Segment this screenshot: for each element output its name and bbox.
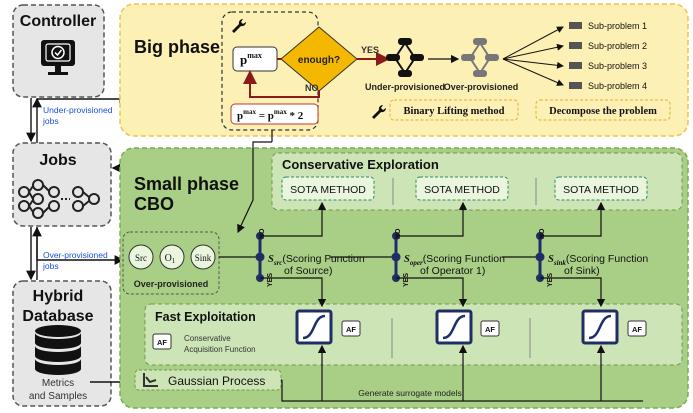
af-label: AF	[485, 325, 495, 334]
under-provisioned-label: Under-provisioned	[365, 82, 445, 92]
yes-arrow	[396, 277, 468, 308]
sota-method-1	[281, 176, 375, 201]
branch-no-label: NO	[259, 228, 266, 239]
scoring-function-label: Soper(Scoring Function	[404, 253, 505, 267]
under-provisioned-graph	[386, 38, 424, 77]
decompose-label: Decompose the problem	[549, 106, 657, 117]
controller-title: Controller	[20, 13, 96, 30]
svg-text:AF: AF	[157, 338, 167, 347]
pipeline-icon	[18, 179, 100, 219]
af-label: AF	[346, 325, 356, 334]
branch-yes-label: YES	[403, 273, 410, 287]
no-loop-arrow	[243, 70, 320, 98]
sub-problem-4: Sub-problem 4	[588, 81, 647, 91]
svg-text:O1: O1	[165, 253, 176, 265]
enough-label: enough?	[298, 55, 340, 66]
under-jobs-label-1: Under-provisioned	[43, 105, 113, 115]
af-legend-box	[152, 333, 172, 350]
conservative-exploration-title: Conservative Exploration	[282, 157, 439, 172]
branch-node	[255, 252, 265, 262]
update-formula-box	[230, 103, 319, 125]
yes-label: YES	[361, 45, 379, 55]
sub-problem-3: Sub-problem 3	[588, 61, 647, 71]
no-label: NO	[305, 83, 319, 93]
scoring-function-label-2: of Source)	[284, 265, 332, 277]
svg-text:SOTA METHOD: SOTA METHOD	[290, 184, 366, 196]
sub-problem-list: Sub-problem 1 Sub-problem 2 Sub-problem …	[569, 21, 647, 91]
decompose-label-box	[535, 99, 671, 121]
update-formula: pmax = pmax * 2	[237, 108, 304, 122]
over-jobs-label-1: Over-provisioned	[43, 250, 108, 260]
af-box	[341, 320, 361, 337]
monitor-check-icon	[41, 40, 75, 75]
branch-yes-label: YES	[267, 273, 274, 287]
yes-arrow	[540, 277, 606, 308]
scoring-function-label-2: of Sink)	[564, 265, 600, 277]
branch-node	[391, 252, 401, 262]
over-provisioned-graph	[461, 38, 499, 77]
small-phase-title-2: CBO	[134, 194, 174, 214]
scoring-function-label: Ssrc(Scoring Function	[268, 253, 365, 267]
svg-text:Sink: Sink	[195, 253, 212, 263]
sub-problem-2: Sub-problem 2	[588, 41, 647, 51]
database-caption-2: and Samples	[29, 391, 87, 402]
af-label: AF	[632, 325, 642, 334]
yes-arrow	[260, 277, 327, 308]
database-caption-1: Metrics	[42, 378, 74, 389]
fast-exploitation-panel	[144, 303, 683, 366]
sota-method-3	[554, 176, 648, 201]
over-provisioned-label: Over-provisioned	[444, 82, 519, 92]
svg-text:SOTA METHOD: SOTA METHOD	[424, 184, 500, 196]
branch-node	[535, 252, 545, 262]
scoring-function-label: Ssink(Scoring Function	[548, 253, 648, 267]
scoring-function-label-2: of Operator 1)	[420, 265, 485, 277]
branch-yes-label: YES	[547, 273, 554, 287]
branch-no-label: NO	[539, 228, 546, 239]
sigmoid-curve	[302, 314, 326, 340]
gaussian-process-label: Gaussian Process	[168, 374, 265, 388]
operator-sink	[190, 244, 216, 270]
sigmoid-curve	[588, 314, 612, 340]
jobs-panel	[12, 142, 112, 227]
over-provisioned-caption: Over-provisioned	[134, 279, 209, 289]
hybrid-database-title-1: Hybrid	[33, 288, 84, 305]
wrench-icon	[372, 104, 387, 119]
pmax-label: pmax	[240, 51, 262, 67]
no-arrow	[540, 201, 606, 237]
sota-method-2	[415, 176, 509, 201]
caf-label-2: Acquisition Function	[184, 345, 256, 354]
jobs-title: Jobs	[39, 152, 76, 169]
binary-lifting-label: Binary Lifting method	[404, 106, 505, 117]
chart-icon	[143, 373, 158, 387]
jobs-to-over-provisioned-arrow	[36, 227, 125, 265]
operator-o1	[159, 244, 185, 270]
af-box	[627, 320, 647, 337]
database-icon	[35, 325, 81, 375]
generate-surrogate-label: Generate surrogate models	[358, 388, 461, 398]
branch-no-label: NO	[395, 228, 402, 239]
af-box	[480, 320, 500, 337]
under-jobs-label-2: jobs	[42, 116, 59, 126]
hybrid-database-title-2: Database	[22, 308, 93, 325]
svg-text:SOTA METHOD: SOTA METHOD	[563, 184, 639, 196]
svg-text:Src: Src	[135, 253, 147, 263]
fast-exploitation-title: Fast Exploitation	[155, 310, 256, 324]
binary-lifting-label-box	[389, 99, 519, 121]
sigmoid-curve	[442, 314, 466, 340]
wrench-icon	[232, 18, 247, 33]
caf-label-1: Conservative	[184, 334, 231, 343]
sub-problem-1: Sub-problem 1	[588, 21, 647, 31]
operators-box	[122, 231, 220, 295]
operator-src	[128, 244, 154, 270]
no-arrow	[396, 201, 468, 237]
small-phase-title-1: Small phase	[134, 174, 239, 194]
no-arrow	[260, 201, 327, 237]
over-jobs-label-2: jobs	[42, 261, 59, 271]
big-phase-title: Big phase	[134, 37, 220, 57]
